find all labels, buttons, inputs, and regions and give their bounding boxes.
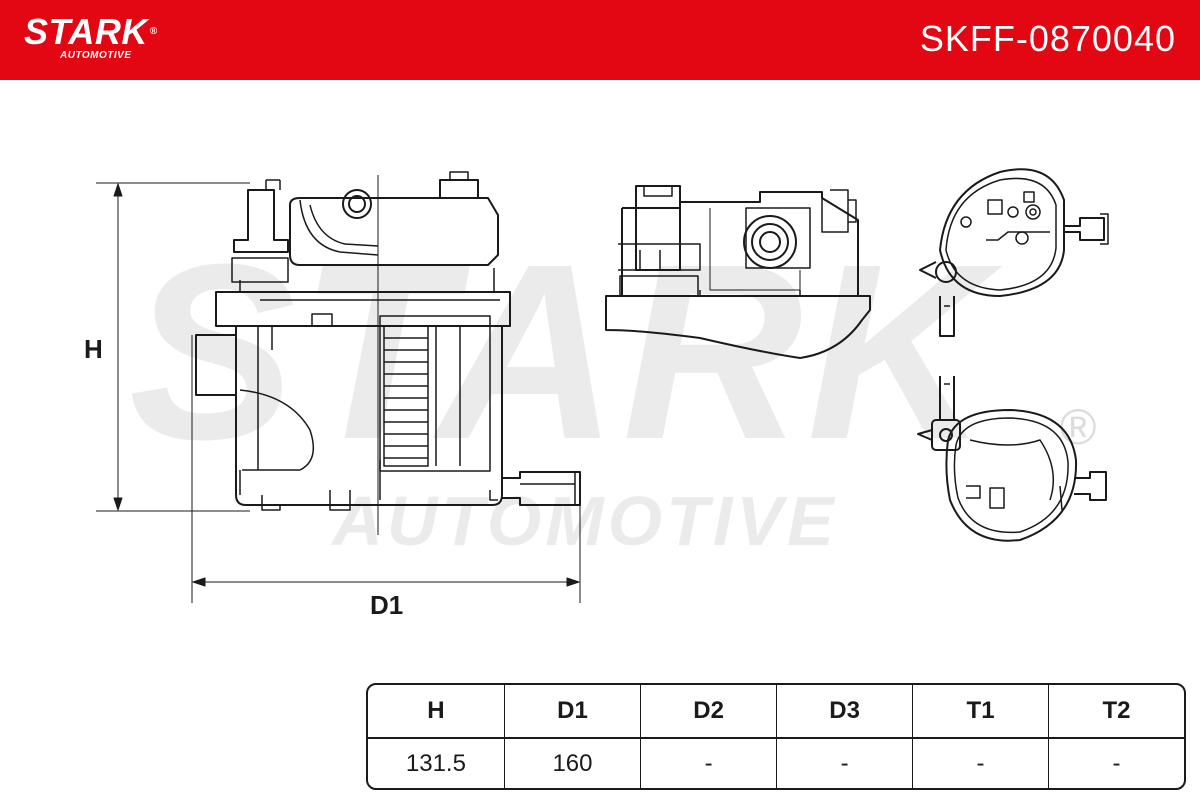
bottom-view xyxy=(917,376,1107,542)
header-bar: STARK® AUTOMOTIVE SKFF-0870040 xyxy=(0,0,1200,80)
spec-value-t1: - xyxy=(913,739,1050,788)
spec-header-h: H xyxy=(368,685,505,739)
stark-logo: STARK® AUTOMOTIVE xyxy=(24,14,158,62)
spec-value-d1: 160 xyxy=(505,739,642,788)
spec-value-d3: - xyxy=(777,739,914,788)
logo-registered-mark: ® xyxy=(149,26,158,37)
spec-value-t2: - xyxy=(1112,749,1121,777)
spec-table-header-row: H D1 D2 D3 T1 T2 xyxy=(368,685,1184,739)
spec-header-d3: D3 xyxy=(777,685,914,739)
depth-label: D1 xyxy=(370,590,404,620)
height-label: H xyxy=(84,334,103,364)
watermark-subtitle: AUTOMOTIVE xyxy=(330,482,837,560)
side-view xyxy=(195,171,581,535)
spec-header-t1: T1 xyxy=(913,685,1050,739)
spec-value-d2: - xyxy=(641,739,778,788)
spec-header-t2: T2 xyxy=(1049,685,1184,739)
spec-table: H D1 D2 D3 T1 T2 131.5 160 - - - - xyxy=(366,683,1186,790)
logo-subtitle: AUTOMOTIVE xyxy=(60,50,132,61)
front-view xyxy=(605,185,871,359)
top-view xyxy=(919,168,1109,337)
logo-text: STARK xyxy=(24,11,148,52)
spec-value-h: 131.5 xyxy=(368,739,505,788)
spec-table-value-row: 131.5 160 - - - - xyxy=(368,739,1184,788)
dimension-height xyxy=(96,182,250,512)
dimension-depth xyxy=(191,335,581,603)
spec-header-d1: D1 xyxy=(504,685,642,739)
spec-header-d2: D2 xyxy=(641,685,778,739)
watermark-registered-mark: ® xyxy=(1060,399,1097,455)
part-number: SKFF-0870040 xyxy=(919,18,1176,59)
